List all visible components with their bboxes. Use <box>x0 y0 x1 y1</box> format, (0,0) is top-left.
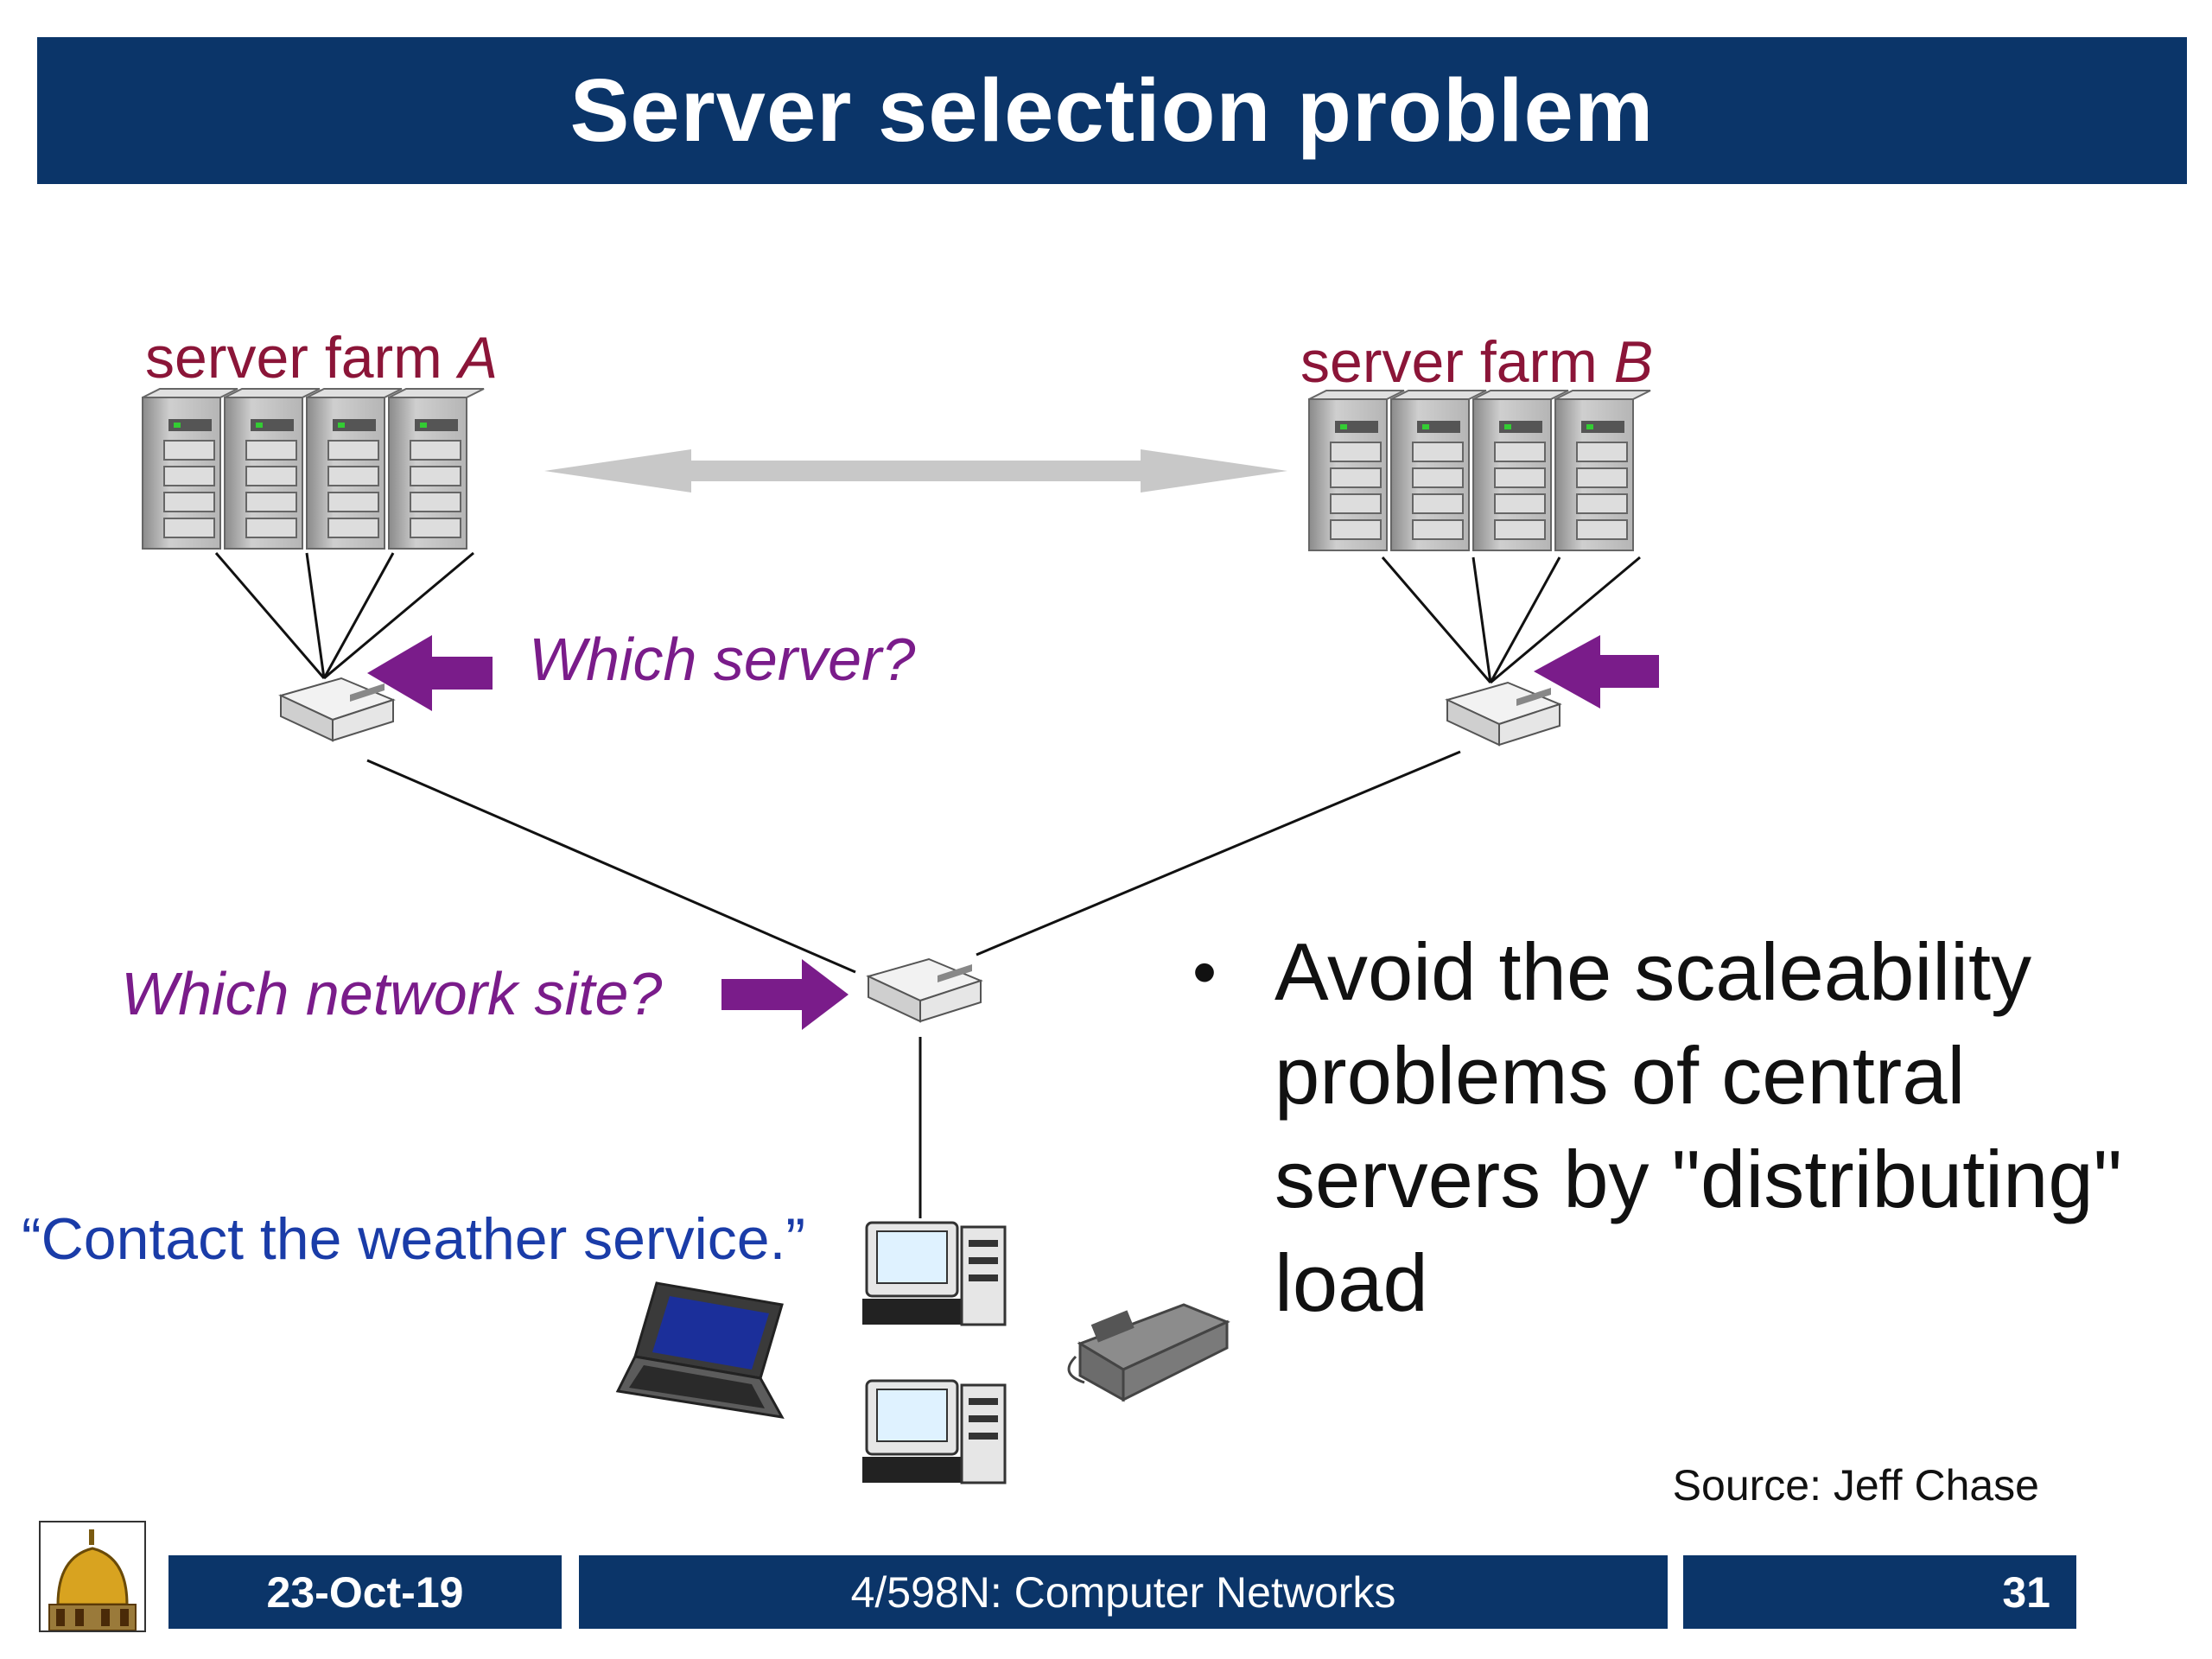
bullet-list: Avoid the scaleability problems of centr… <box>1184 920 2143 1335</box>
desktop-computer-icon <box>861 1221 1007 1326</box>
farm-a-links <box>214 551 474 680</box>
footer-date-box: 23-Oct-19 <box>168 1555 562 1629</box>
title-bar: Server selection problem <box>37 37 2187 184</box>
slide-title: Server selection problem <box>569 60 1655 160</box>
footer-course-box: 4/598N: Computer Networks <box>579 1555 1668 1629</box>
farm-a-text: server farm <box>145 325 459 391</box>
bullet-item: Avoid the scaleability problems of centr… <box>1192 920 2143 1335</box>
farm-b-letter: B <box>1613 329 1654 395</box>
farm-b-label: server farm B <box>1300 328 1653 396</box>
farm-b-links <box>1381 556 1641 684</box>
arrow-left-a-icon <box>367 635 493 711</box>
farm-a-label: server farm A <box>145 324 498 391</box>
page-number: 31 <box>2002 1567 2050 1617</box>
footer-date: 23-Oct-19 <box>266 1567 464 1617</box>
router-center-icon <box>868 958 982 1022</box>
laptop-icon <box>615 1281 785 1419</box>
university-dome-logo <box>39 1521 146 1632</box>
backbone-links <box>366 750 1461 1218</box>
client-quote: “Contact the weather service.” <box>22 1206 806 1272</box>
arrow-left-b-icon <box>1534 635 1659 709</box>
server-farm-b-icon <box>1308 390 1651 551</box>
source-credit: Source: Jeff Chase <box>1672 1461 2039 1510</box>
which-server-label: Which server? <box>529 626 916 693</box>
router-b-icon <box>1446 682 1560 746</box>
footer-page-box: 31 <box>1683 1555 2076 1629</box>
server-farm-a-icon <box>142 388 485 550</box>
fax-phone-icon <box>1067 1303 1230 1402</box>
farm-b-text: server farm <box>1300 329 1614 395</box>
desktop-computer-icon-2 <box>861 1379 1007 1484</box>
footer-course: 4/598N: Computer Networks <box>850 1567 1396 1617</box>
double-arrow-icon <box>544 449 1287 493</box>
arrow-right-site-icon <box>721 959 849 1030</box>
which-site-label: Which network site? <box>121 960 663 1027</box>
router-a-icon <box>280 677 394 741</box>
farm-a-letter: A <box>458 325 499 391</box>
